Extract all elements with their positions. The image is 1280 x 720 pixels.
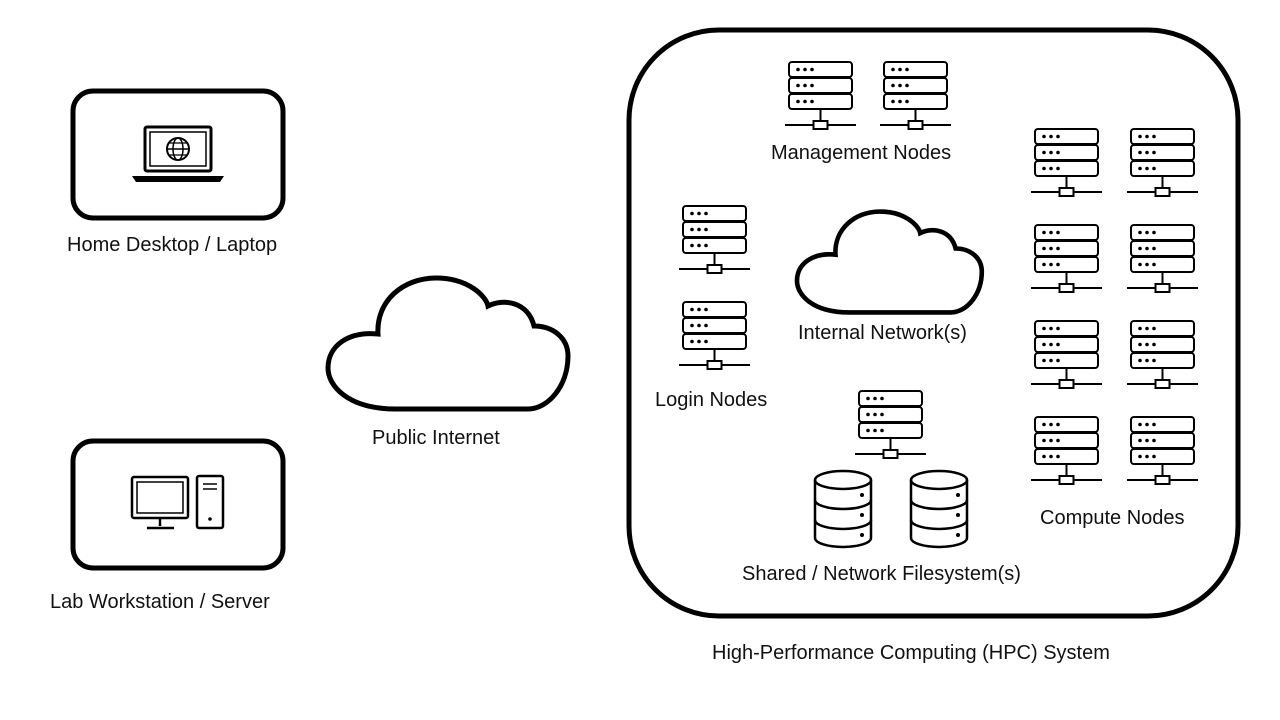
compute-node-server-icon bbox=[1126, 320, 1199, 389]
management-node-server-icon bbox=[784, 61, 857, 130]
desktop-tower-icon bbox=[130, 474, 225, 530]
login-node-server-icon bbox=[678, 301, 751, 370]
compute-node-server-icon bbox=[1126, 224, 1199, 293]
compute-node-server-icon bbox=[1126, 416, 1199, 485]
management-nodes-label: Management Nodes bbox=[771, 142, 952, 164]
public-internet-cloud-icon bbox=[328, 278, 568, 409]
hpc-system-label: High-Performance Computing (HPC) System bbox=[712, 642, 1110, 664]
compute-node-server-icon bbox=[1030, 416, 1103, 485]
public-internet-label: Public Internet bbox=[372, 427, 500, 449]
home-desktop-box bbox=[70, 88, 286, 221]
compute-nodes-label: Compute Nodes bbox=[1040, 507, 1185, 529]
login-node-server-icon bbox=[678, 205, 751, 274]
internal-network-label: Internal Network(s) bbox=[798, 322, 967, 344]
lab-workstation-box bbox=[70, 438, 286, 571]
compute-node-server-icon bbox=[1030, 224, 1103, 293]
filesystem-label: Shared / Network Filesystem(s) bbox=[742, 563, 1021, 585]
compute-node-server-icon bbox=[1126, 128, 1199, 197]
login-nodes-label: Login Nodes bbox=[655, 389, 768, 411]
compute-node-server-icon bbox=[1030, 128, 1103, 197]
lab-workstation-label: Lab Workstation / Server bbox=[50, 591, 270, 613]
compute-node-server-icon bbox=[1030, 320, 1103, 389]
hpc-system-boundary bbox=[626, 27, 1241, 619]
storage-database-icon bbox=[909, 469, 969, 549]
management-node-server-icon bbox=[879, 61, 952, 130]
internal-network-cloud-icon bbox=[797, 212, 982, 313]
laptop-globe-icon bbox=[132, 125, 224, 182]
storage-database-icon bbox=[813, 469, 873, 549]
home-desktop-label: Home Desktop / Laptop bbox=[67, 234, 278, 256]
filesystem-server-icon bbox=[854, 390, 927, 459]
